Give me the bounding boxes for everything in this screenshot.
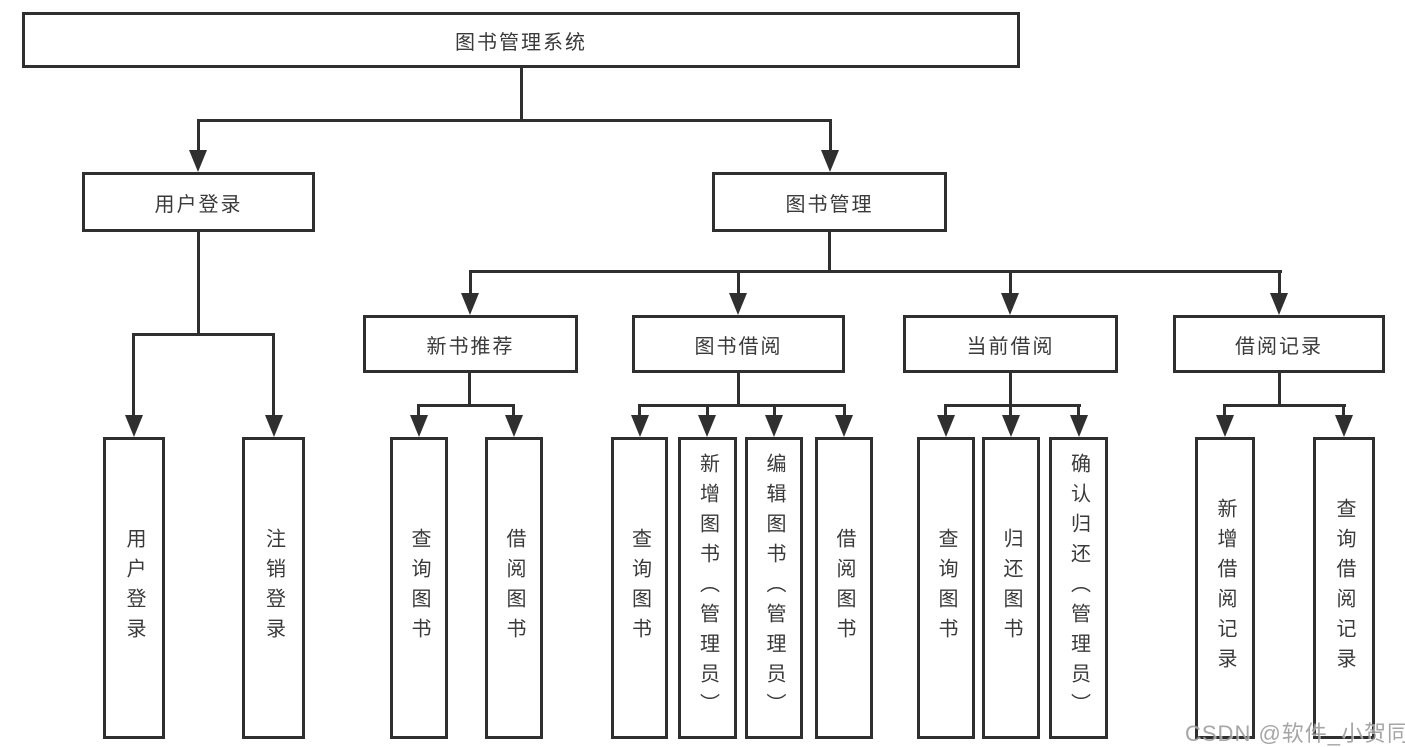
node-user-login: 用户登录 <box>82 172 315 232</box>
connector-borrow-records-hbar <box>1223 404 1346 407</box>
connector-drop-nb-borrow <box>512 404 515 417</box>
leaf-user-login: 用户登录 <box>103 437 165 739</box>
connector-drop-bb-query <box>638 404 641 417</box>
arrowhead-nb-borrow <box>505 415 523 437</box>
connector-root-hbar <box>197 119 832 122</box>
leaf-bb-borrow-books: 借阅图书 <box>815 437 873 739</box>
arrowhead-cb-confirm <box>1070 415 1088 437</box>
arrowhead-new-books <box>461 293 479 315</box>
connector-drop-bb-edit <box>773 404 776 417</box>
leaf-bb-add-books-admin: 新增图书（管理员） <box>678 437 737 739</box>
node-book-borrow: 图书借阅 <box>632 315 845 373</box>
connector-book-mgmt-trunk <box>828 232 831 273</box>
arrowhead-bb-borrow <box>835 415 853 437</box>
arrowhead-leaf-logout <box>265 415 283 437</box>
connector-user-login-hbar <box>132 333 275 336</box>
arrowhead-cb-query <box>937 415 955 437</box>
leaf-bb-query-books: 查询图书 <box>611 437 668 739</box>
connector-drop-cb-return <box>1009 404 1012 417</box>
connector-new-books-trunk <box>468 373 471 406</box>
arrowhead-cb-return <box>1002 415 1020 437</box>
connector-drop-borrow-records <box>1278 270 1281 295</box>
connector-drop-br-query <box>1342 404 1345 417</box>
leaf-logout: 注销登录 <box>242 437 305 739</box>
connector-drop-nb-query <box>417 404 420 417</box>
connector-drop-book-management <box>829 119 832 152</box>
connector-current-borrow-hbar <box>944 404 1081 407</box>
leaf-nb-borrow-books: 借阅图书 <box>485 437 543 739</box>
arrowhead-br-add <box>1216 415 1234 437</box>
connector-drop-current-borrow <box>1009 270 1012 295</box>
leaf-cb-confirm-return-admin: 确认归还（管理员） <box>1049 437 1108 739</box>
leaf-cb-query-books: 查询图书 <box>917 437 975 739</box>
node-book-management: 图书管理 <box>712 172 947 232</box>
connector-drop-book-borrow <box>737 270 740 295</box>
arrowhead-bb-edit <box>765 415 783 437</box>
connector-drop-user-login <box>197 119 200 152</box>
connector-new-books-hbar <box>417 404 515 407</box>
connector-book-mgmt-hbar <box>469 270 1282 273</box>
arrowhead-bb-add <box>698 415 716 437</box>
leaf-br-add-record: 新增借阅记录 <box>1195 437 1255 739</box>
arrowhead-book-borrow <box>729 293 747 315</box>
connector-borrow-records-trunk <box>1278 373 1281 406</box>
connector-book-borrow-trunk <box>737 373 740 406</box>
arrowhead-book-management <box>821 150 839 172</box>
csdn-watermark: CSDN @软件_小贺同学 <box>1185 721 1405 746</box>
leaf-cb-return-books: 归还图书 <box>982 437 1040 739</box>
leaf-bb-edit-books-admin: 编辑图书（管理员） <box>745 437 803 739</box>
node-new-book-recommend: 新书推荐 <box>363 315 578 373</box>
connector-book-borrow-hbar <box>638 404 846 407</box>
arrowhead-current-borrow <box>1001 293 1019 315</box>
connector-drop-bb-borrow <box>843 404 846 417</box>
connector-drop-leaf-logout <box>272 333 275 417</box>
node-library-management-system: 图书管理系统 <box>22 12 1020 68</box>
leaf-br-query-record: 查询借阅记录 <box>1313 437 1375 739</box>
arrowhead-borrow-records <box>1270 293 1288 315</box>
leaf-nb-query-books: 查询图书 <box>390 437 448 739</box>
arrowhead-bb-query <box>631 415 649 437</box>
node-borrow-records: 借阅记录 <box>1173 315 1385 373</box>
connector-current-borrow-trunk <box>1009 373 1012 406</box>
connector-user-login-trunk <box>197 232 200 335</box>
connector-drop-br-add <box>1223 404 1226 417</box>
connector-drop-cb-confirm <box>1077 404 1080 417</box>
node-current-borrow: 当前借阅 <box>903 315 1118 373</box>
connector-drop-new-books <box>469 270 472 295</box>
connector-root-trunk <box>520 68 523 121</box>
arrowhead-user-login <box>189 150 207 172</box>
connector-drop-bb-add <box>706 404 709 417</box>
arrowhead-nb-query <box>410 415 428 437</box>
connector-drop-cb-query <box>944 404 947 417</box>
arrowhead-br-query <box>1335 415 1353 437</box>
arrowhead-leaf-login <box>125 415 143 437</box>
connector-drop-leaf-login <box>132 333 135 417</box>
